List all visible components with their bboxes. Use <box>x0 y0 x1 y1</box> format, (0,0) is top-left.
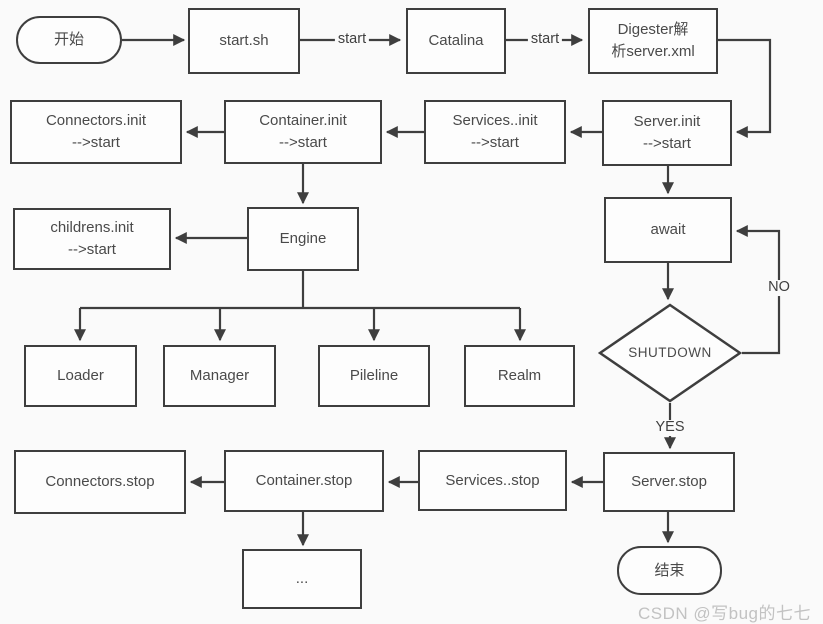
node-ellipsis: ... <box>242 549 362 609</box>
edge-label-no-label: NO <box>765 279 793 296</box>
node-end-terminal: 结束 <box>617 546 722 595</box>
node-label: Server.init -->start <box>633 113 701 152</box>
node-label: Manager <box>189 367 250 385</box>
node-label: Engine <box>279 230 327 248</box>
node-label: Loader <box>57 367 104 385</box>
node-label: Connectors.stop <box>45 473 155 491</box>
node-start-terminal: 开始 <box>16 16 122 64</box>
node-label: Catalina <box>428 32 484 50</box>
node-container-stop: Container.stop <box>224 450 384 512</box>
node-label: childrens.init -->start <box>50 219 134 258</box>
node-label: Container.stop <box>255 472 353 490</box>
node-services-stop: Services..stop <box>418 450 567 511</box>
edge-label-yes-label: YES <box>652 419 688 436</box>
node-label: Server.stop <box>631 473 707 491</box>
node-server-stop: Server.stop <box>603 452 735 512</box>
node-engine: Engine <box>247 207 359 271</box>
node-label: Digester解 析server.xml <box>611 21 695 60</box>
node-childrens-init: childrens.init -->start <box>13 208 171 270</box>
node-label: Connectors.init -->start <box>45 112 147 151</box>
csdn-watermark: CSDN @写bug的七七 <box>637 604 811 623</box>
node-label: SHUTDOWN <box>628 345 712 361</box>
node-shutdown-decision: SHUTDOWN <box>598 303 742 403</box>
node-label: Realm <box>497 367 542 385</box>
node-label: Services..stop <box>445 471 540 489</box>
node-manager: Manager <box>163 345 276 407</box>
node-label: Services..init -->start <box>452 112 538 151</box>
node-pileline: Pileline <box>318 345 430 407</box>
node-label: 结束 <box>654 561 685 579</box>
node-connectors-init: Connectors.init -->start <box>10 100 182 164</box>
node-await: await <box>604 197 732 263</box>
node-label: ... <box>295 570 309 588</box>
node-connectors-stop: Connectors.stop <box>14 450 186 514</box>
node-services-init: Services..init -->start <box>424 100 566 164</box>
node-label: Container.init -->start <box>259 112 347 151</box>
node-start-sh: start.sh <box>188 8 300 74</box>
node-catalina: Catalina <box>406 8 506 74</box>
node-realm: Realm <box>464 345 575 407</box>
node-server-init: Server.init -->start <box>602 100 732 166</box>
node-label: start.sh <box>219 32 269 50</box>
node-container-init: Container.init -->start <box>224 100 382 164</box>
diamond-shape <box>598 303 742 403</box>
node-digester-parse-serverxml: Digester解 析server.xml <box>588 8 718 74</box>
node-label: Pileline <box>349 367 399 385</box>
edge-label-start-label-2: start <box>527 31 563 48</box>
edge-label-start-label-1: start <box>334 31 370 48</box>
node-label: 开始 <box>53 31 84 49</box>
node-label: await <box>650 221 686 239</box>
node-loader: Loader <box>24 345 137 407</box>
